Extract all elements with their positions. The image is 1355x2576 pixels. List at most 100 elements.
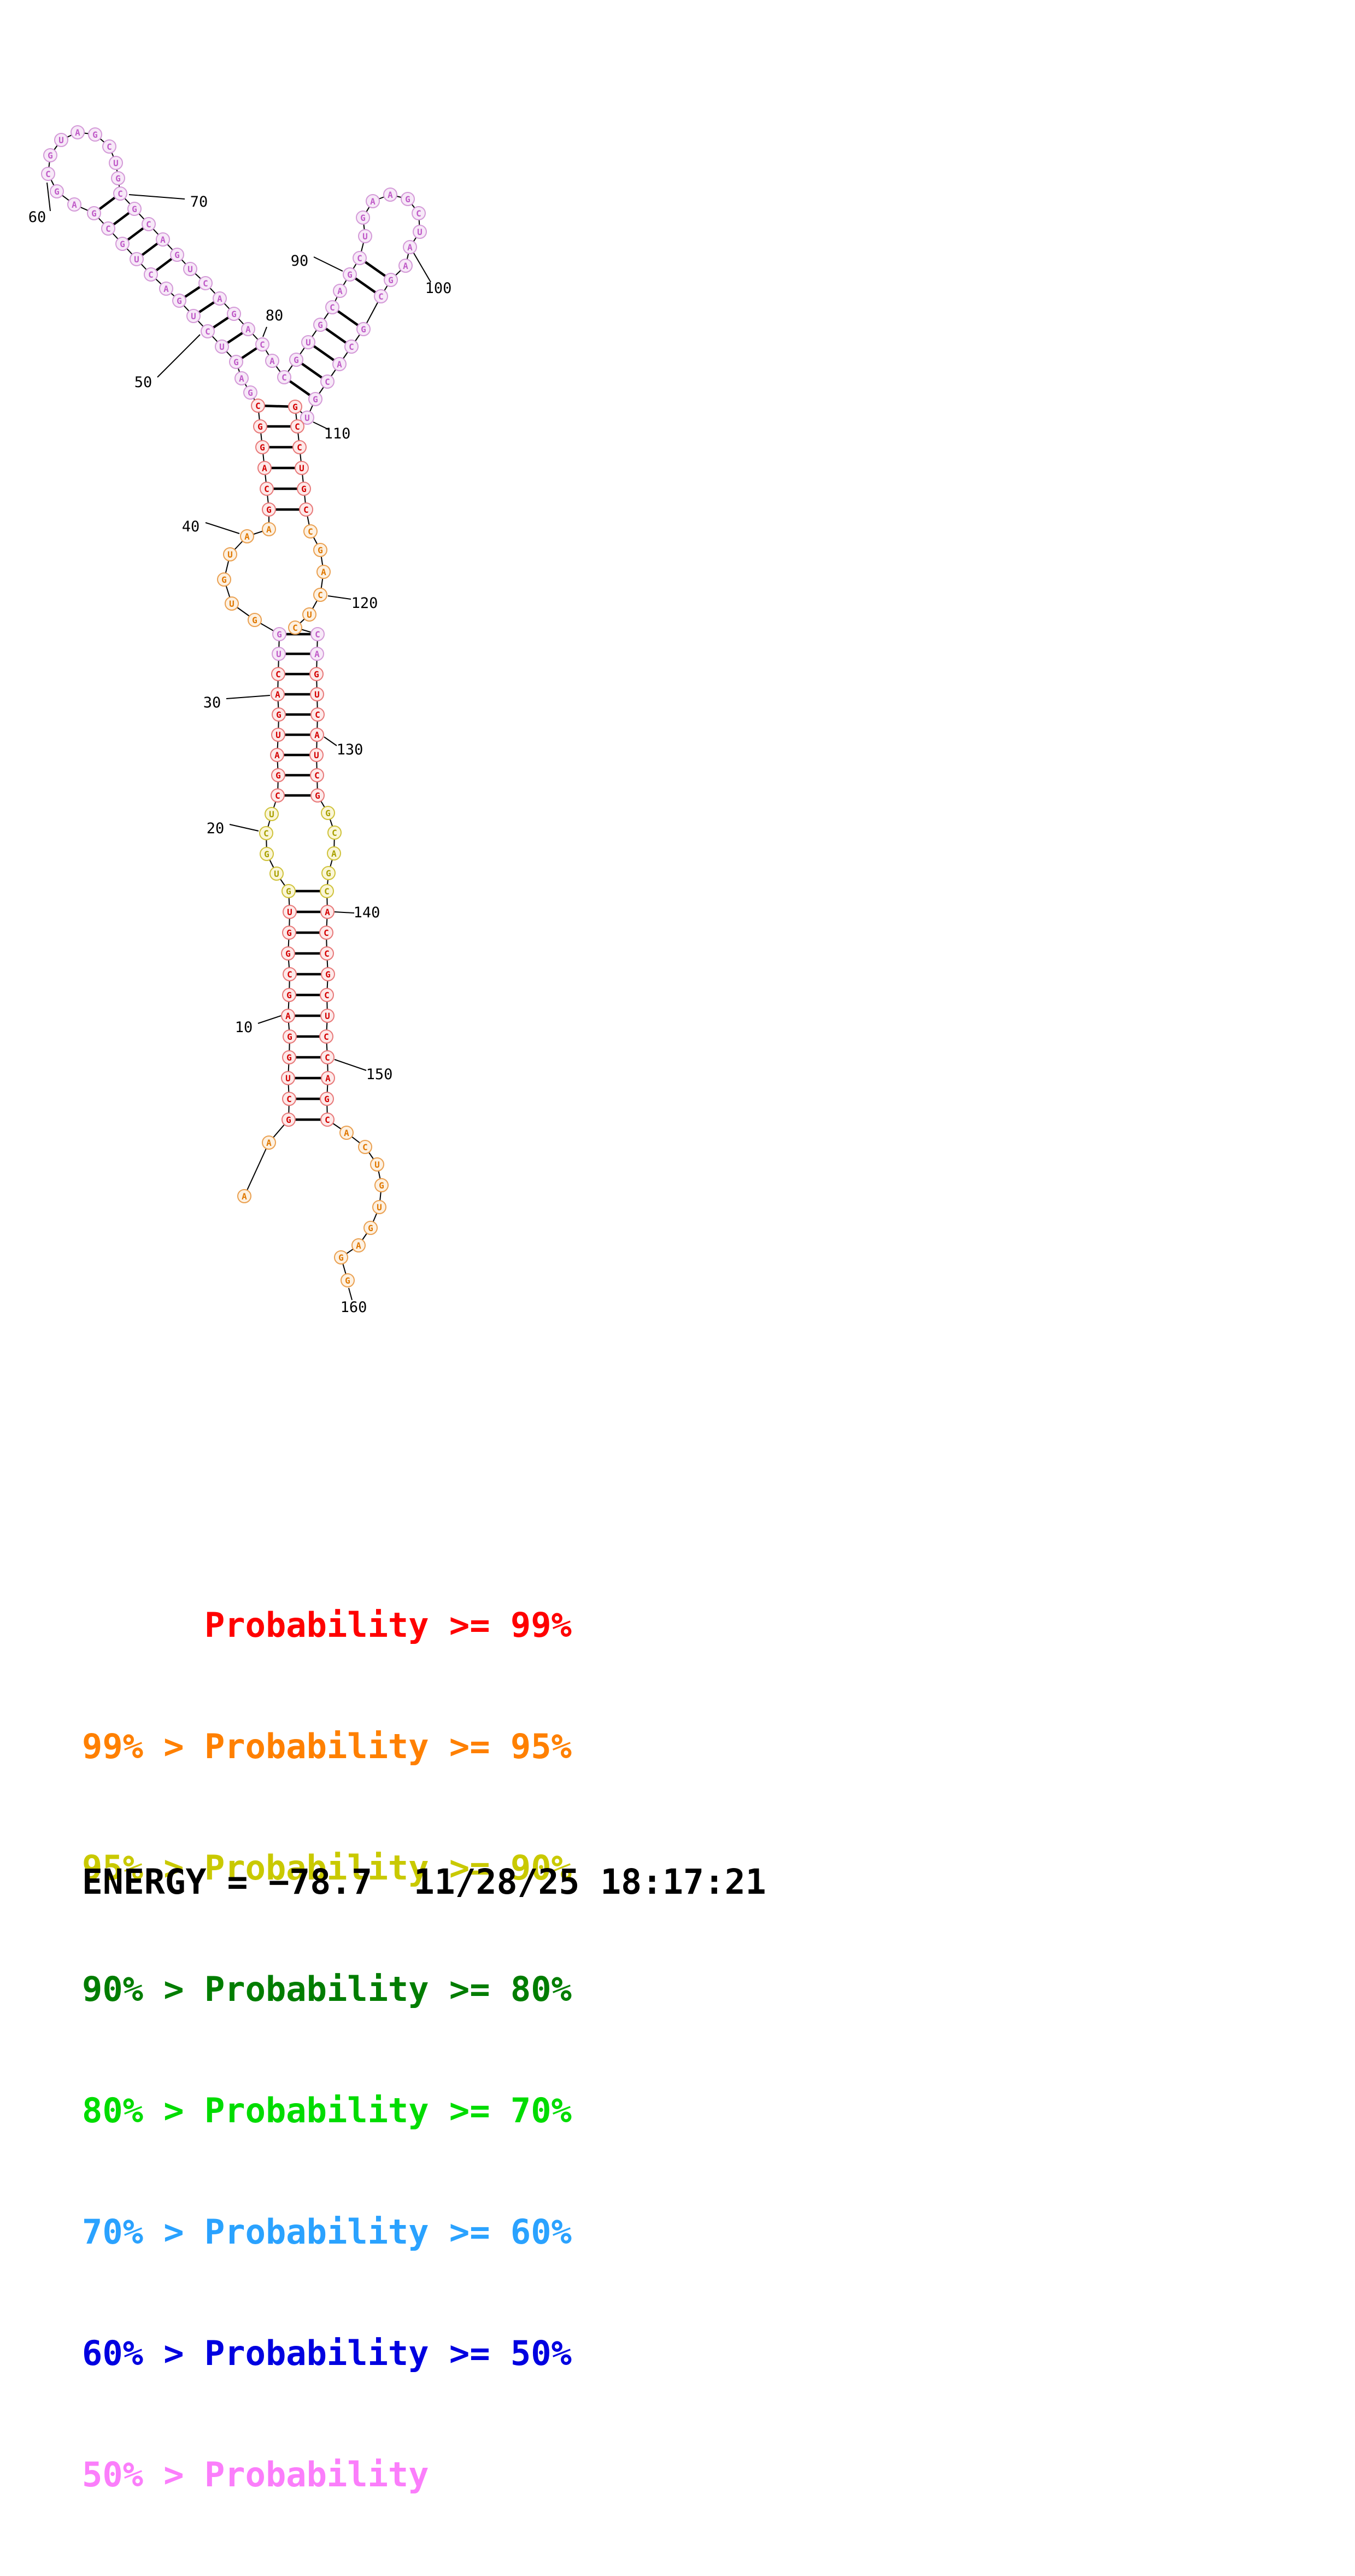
nucleotide <box>281 1009 295 1023</box>
nucleotide-letter: G <box>174 250 180 260</box>
position-label-line <box>334 911 355 914</box>
nucleotide-letter: G <box>379 1180 384 1191</box>
nucleotide-letter: C <box>281 372 287 383</box>
nucleotide-letter: C <box>303 505 309 515</box>
nucleotide <box>127 202 142 216</box>
nucleotide <box>356 210 370 225</box>
position-label-line <box>226 695 271 699</box>
nucleotide-letter: G <box>368 1223 373 1233</box>
nucleotide <box>313 543 327 557</box>
nucleotide <box>183 262 197 276</box>
nucleotide-letter: G <box>132 204 137 214</box>
nucleotide <box>374 289 388 303</box>
nucleotide <box>262 502 276 517</box>
nucleotide-letter: G <box>315 791 320 801</box>
nucleotide-letter: A <box>285 1011 291 1021</box>
nucleotide <box>366 194 380 208</box>
nucleotide <box>398 259 413 273</box>
nucleotide <box>320 374 335 389</box>
nucleotide <box>101 221 115 236</box>
nucleotide <box>384 273 398 287</box>
nucleotide-letter: A <box>245 324 251 335</box>
nucleotide <box>288 400 302 414</box>
nucleotide <box>217 572 231 587</box>
nucleotide <box>281 1113 296 1127</box>
nucleotide-letter: G <box>221 575 227 585</box>
nucleotide <box>271 788 285 803</box>
nucleotide-letter: C <box>148 270 154 280</box>
nucleotide <box>223 547 237 561</box>
nucleotide-letter: C <box>275 669 281 680</box>
nucleotide <box>283 1029 297 1044</box>
position-label: 120 <box>351 595 378 612</box>
nucleotide-letter: C <box>286 1094 292 1104</box>
nucleotide <box>358 229 372 243</box>
nucleotide <box>115 237 130 251</box>
nucleotide <box>130 252 144 266</box>
nucleotide <box>310 687 324 701</box>
nucleotide <box>292 440 307 454</box>
nucleotide <box>321 806 335 820</box>
legend-line: 99% > Probability >= 95% <box>82 1726 572 1766</box>
position-label-line <box>157 334 201 378</box>
nucleotide <box>343 267 357 282</box>
nucleotide <box>71 125 85 139</box>
nucleotide-letter: G <box>177 296 182 306</box>
nucleotide-letter: C <box>324 928 329 938</box>
nucleotide-letter: U <box>417 227 423 237</box>
nucleotide-letter: C <box>362 1142 368 1152</box>
position-label-line <box>413 253 431 283</box>
nucleotide <box>320 1092 334 1106</box>
nucleotide <box>288 620 302 635</box>
nucleotide-letter: U <box>287 907 292 917</box>
nucleotide <box>213 291 227 306</box>
nucleotide <box>374 1178 389 1192</box>
nucleotide <box>320 946 334 961</box>
position-label: 50 <box>134 374 152 391</box>
backbone-segment <box>244 1142 269 1197</box>
nucleotide-letter: G <box>325 969 331 980</box>
position-label: 140 <box>354 904 380 921</box>
nucleotide <box>201 324 215 338</box>
nucleotide-letter: A <box>331 848 337 859</box>
position-label: 20 <box>207 820 225 837</box>
nucleotide <box>309 748 324 762</box>
nucleotide <box>308 392 322 406</box>
nucleotide <box>102 139 116 154</box>
nucleotide-letter: U <box>219 342 225 352</box>
nucleotide-letter: G <box>91 208 97 219</box>
nucleotide <box>300 411 314 425</box>
nucleotide <box>332 357 347 371</box>
nucleotide-letter: G <box>405 194 410 204</box>
nucleotide <box>341 1273 355 1287</box>
nucleotide <box>243 385 257 400</box>
nucleotide <box>289 353 303 367</box>
nucleotide <box>327 846 341 860</box>
nucleotide-letter: C <box>324 949 330 959</box>
nucleotide <box>271 728 285 742</box>
position-label: 80 <box>266 307 284 324</box>
position-label-line <box>257 1015 281 1024</box>
nucleotide-letter: A <box>321 567 326 577</box>
nucleotide-letter: C <box>324 990 330 1000</box>
nucleotide-letter: C <box>264 484 269 494</box>
nucleotide <box>172 294 186 308</box>
nucleotide-letter: A <box>403 261 408 271</box>
nucleotide-letter: C <box>203 278 208 289</box>
nucleotide <box>310 728 324 742</box>
nucleotide <box>159 282 173 296</box>
nucleotide <box>282 1050 296 1064</box>
nucleotide <box>363 1221 378 1235</box>
nucleotide-letter: C <box>315 629 320 640</box>
legend-line: 50% > Probability <box>82 2455 429 2495</box>
nucleotide-letter: G <box>286 886 291 897</box>
nucleotide <box>283 967 297 981</box>
nucleotide <box>241 322 255 336</box>
nucleotide-letter: A <box>407 242 413 253</box>
nucleotide <box>67 197 81 212</box>
nucleotide-letter: A <box>388 190 393 200</box>
nucleotide-letter: C <box>315 710 320 720</box>
nucleotide-letter: G <box>286 1115 291 1125</box>
nucleotide <box>320 1009 335 1023</box>
nucleotide-letter: A <box>325 1073 331 1084</box>
